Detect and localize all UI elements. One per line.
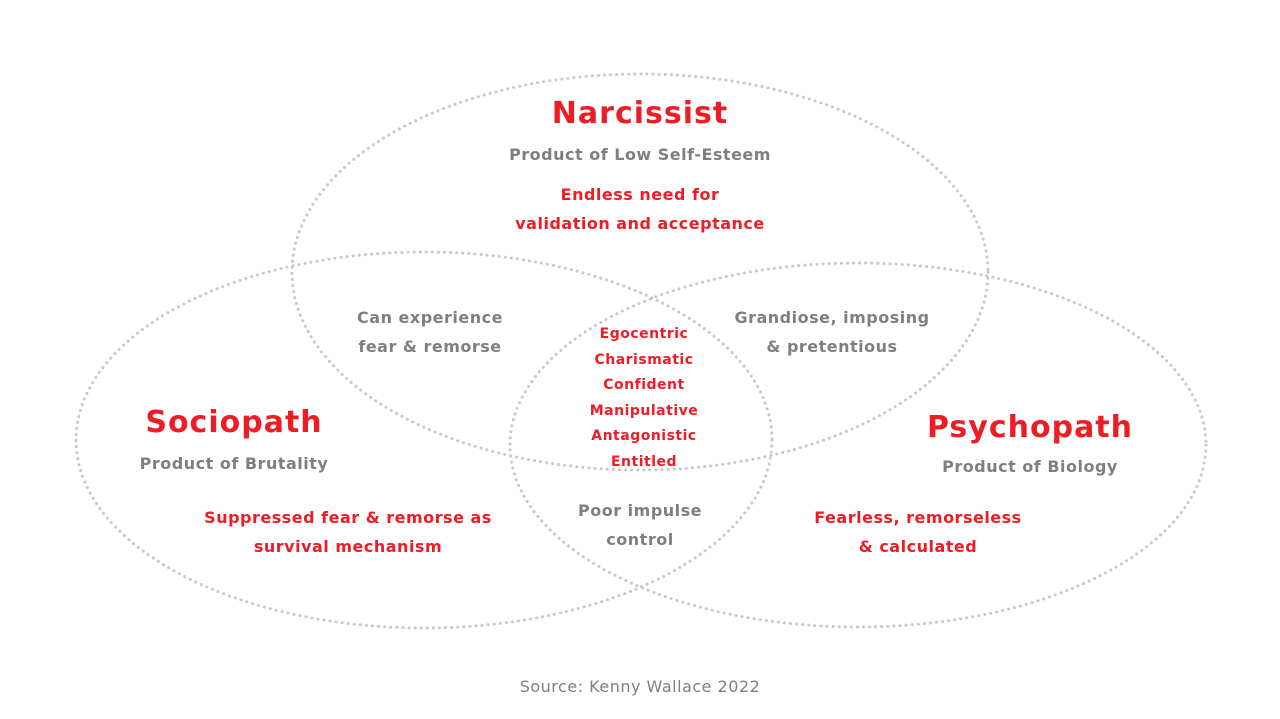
sociopath-circle	[74, 250, 774, 630]
sociopath-subtitle: Product of Brutality	[139, 454, 329, 473]
overlap-narcissist-sociopath: Can experience fear & remorse	[310, 303, 550, 361]
core-trait: Antagonistic	[591, 428, 697, 444]
core-trait: Confident	[603, 377, 685, 393]
psychopath-circle	[508, 261, 1208, 629]
overlap-line: control	[606, 530, 674, 549]
sociopath-title: Sociopath	[145, 405, 323, 440]
psychopath-subtitle: Product of Biology	[942, 457, 1118, 476]
overlap-line: & pretentious	[766, 337, 898, 356]
sociopath-trait-line: Suppressed fear & remorse as	[204, 508, 492, 527]
core-trait: Manipulative	[589, 402, 699, 419]
narcissist-trait-line: Endless need for	[560, 185, 720, 204]
overlap-sociopath-psychopath: Poor impulse control	[540, 496, 740, 554]
core-trait: Charismatic	[594, 351, 694, 368]
psychopath-trait-line: Fearless, remorseless	[814, 508, 1022, 527]
core-trait: Entitled	[610, 453, 678, 470]
sociopath-trait: Suppressed fear & remorse as survival me…	[178, 503, 518, 561]
psychopath-trait: Fearless, remorseless & calculated	[768, 503, 1068, 561]
overlap-narcissist-psychopath: Grandiose, imposing & pretentious	[712, 303, 952, 361]
overlap-line: Poor impulse	[577, 501, 703, 520]
overlap-line: Grandiose, imposing	[734, 308, 930, 327]
core-trait: Egocentric	[599, 326, 689, 342]
overlap-line: Can experience	[357, 308, 503, 327]
overlap-line: fear & remorse	[358, 337, 502, 356]
source-credit: Source: Kenny Wallace 2022	[519, 677, 761, 696]
narcissist-title: Narcissist	[551, 96, 729, 131]
narcissist-trait-line: validation and acceptance	[515, 214, 765, 233]
sociopath-trait-line: survival mechanism	[253, 537, 443, 556]
narcissist-trait: Endless need for validation and acceptan…	[440, 180, 840, 238]
overlap-all-three: Egocentric Charismatic Confident Manipul…	[544, 322, 744, 475]
psychopath-title: Psychopath	[926, 410, 1134, 445]
narcissist-subtitle: Product of Low Self-Esteem	[509, 145, 771, 164]
narcissist-circle	[290, 72, 990, 472]
psychopath-trait-line: & calculated	[858, 537, 978, 556]
